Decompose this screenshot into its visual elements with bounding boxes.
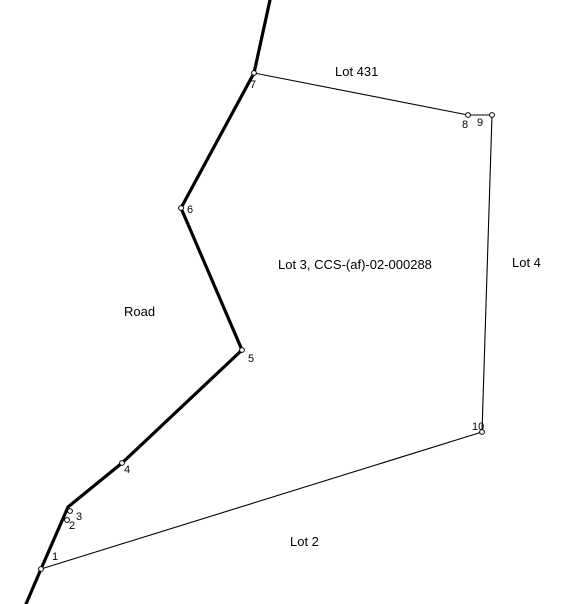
survey-point-8 <box>465 112 471 118</box>
point-label-2: 2 <box>69 520 75 532</box>
point-label-1: 1 <box>52 551 58 563</box>
point-label-5: 5 <box>248 353 254 365</box>
survey-point-1 <box>38 566 44 572</box>
point-label-7: 7 <box>250 79 256 91</box>
survey-point-2 <box>64 517 70 523</box>
lot-4-label: Lot 4 <box>512 255 541 270</box>
survey-point-4 <box>119 460 125 466</box>
point-label-4: 4 <box>124 464 130 476</box>
lot-3-boundary-line <box>40 72 493 570</box>
survey-point-3 <box>67 508 73 514</box>
point-label-8: 8 <box>462 119 468 131</box>
survey-point-10 <box>479 429 485 435</box>
road-label: Road <box>124 304 155 319</box>
road-boundary-line <box>24 0 272 604</box>
survey-point-9 <box>489 112 495 118</box>
point-label-6: 6 <box>187 204 193 216</box>
lot-431-label: Lot 431 <box>335 64 378 79</box>
point-label-9: 9 <box>477 117 483 129</box>
lot-3-label: Lot 3, CCS-(af)-02-000288 <box>278 257 432 272</box>
survey-point-7 <box>251 70 257 76</box>
survey-point-6 <box>178 205 184 211</box>
survey-point-5 <box>239 347 245 353</box>
point-label-3: 3 <box>76 511 82 523</box>
lot-2-label: Lot 2 <box>290 534 319 549</box>
point-label-10: 10 <box>472 421 484 433</box>
